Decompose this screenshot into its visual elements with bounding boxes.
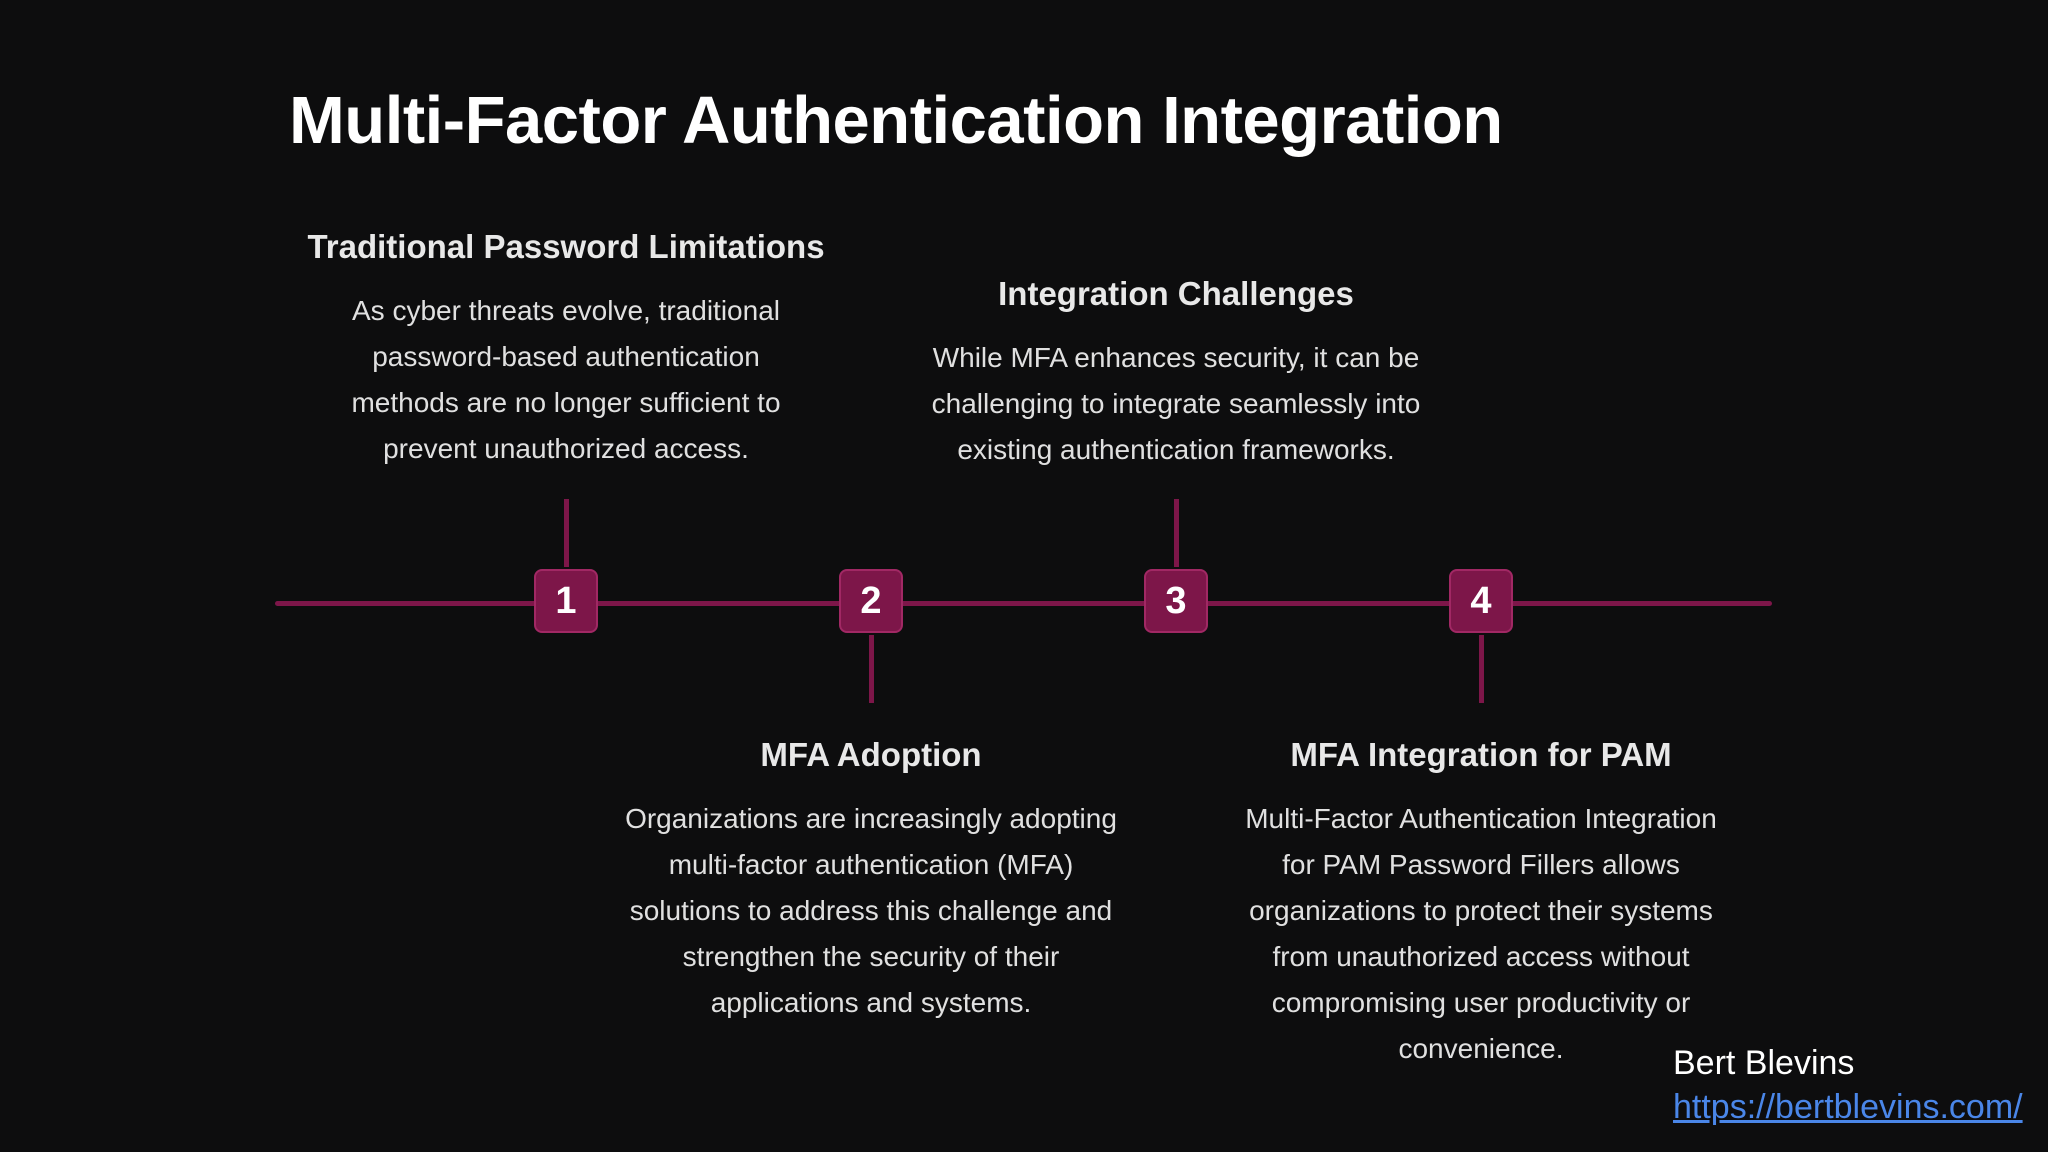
step-2-connector	[869, 635, 874, 703]
step-3-marker: 3	[1144, 569, 1208, 633]
author-name: Bert Blevins	[1673, 1044, 1855, 1082]
step-3-connector	[1174, 499, 1179, 567]
step-2-description: Organizations are increasingly adopting …	[625, 803, 1117, 1018]
step-3-card: Integration Challenges While MFA enhance…	[916, 275, 1436, 473]
step-4-card: MFA Integration for PAM Multi-Factor Aut…	[1221, 736, 1741, 1072]
step-1-description: As cyber threats evolve, traditional pas…	[351, 295, 781, 464]
page-title: Multi-Factor Authentication Integration	[289, 83, 1503, 158]
author-website-link[interactable]: https://bertblevins.com/	[1673, 1088, 2023, 1126]
step-1-marker: 1	[534, 569, 598, 633]
step-3-heading: Integration Challenges	[998, 275, 1354, 312]
step-2-heading: MFA Adoption	[760, 736, 982, 773]
step-2-marker: 2	[839, 569, 903, 633]
step-4-marker: 4	[1449, 569, 1513, 633]
step-4-heading: MFA Integration for PAM	[1290, 736, 1672, 773]
step-3-description: While MFA enhances security, it can be c…	[931, 342, 1421, 465]
step-2-card: MFA Adoption Organizations are increasin…	[611, 736, 1131, 1026]
step-4-description: Multi-Factor Authentication Integration …	[1245, 803, 1717, 1064]
step-1-heading: Traditional Password Limitations	[307, 228, 825, 265]
step-4-connector	[1479, 635, 1484, 703]
step-1-connector	[564, 499, 569, 567]
step-1-card: Traditional Password Limitations As cybe…	[306, 228, 826, 472]
timeline-line	[275, 601, 1772, 606]
